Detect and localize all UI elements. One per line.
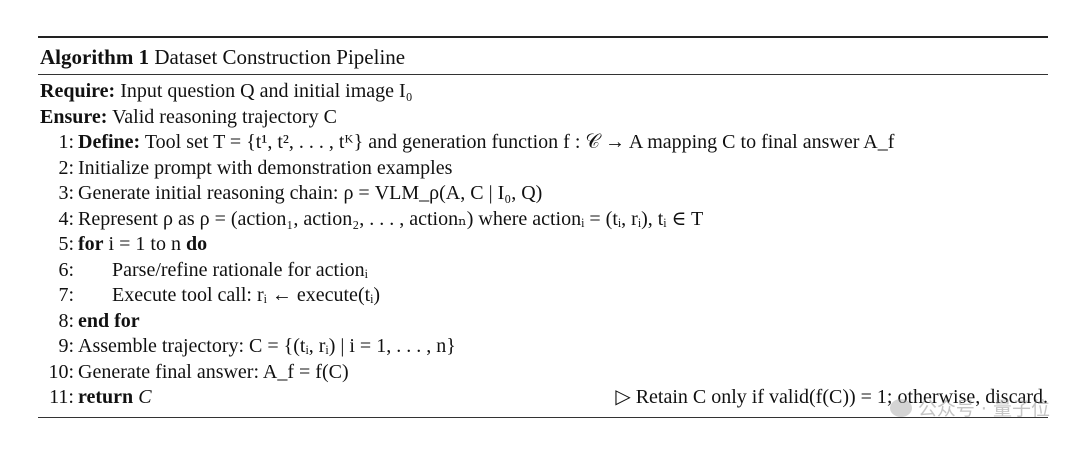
step-text: Initialize prompt with demonstration exa…: [78, 156, 453, 179]
step-text: Generate final answer: A_f = f(C): [78, 360, 349, 383]
step-1: 1: Define: Tool set T = {t¹, t², . . . ,…: [38, 130, 1048, 156]
step-9: 9: Assemble trajectory: C = {(tᵢ, rᵢ) | …: [38, 334, 1048, 360]
step-keyword: for: [78, 233, 104, 255]
step-number: 8:: [58, 309, 74, 332]
step-number: 5:: [58, 233, 74, 255]
require-line: Require: Input question Q and initial im…: [38, 79, 1048, 105]
step-comment: ▷ Retain C only if valid(f(C)) = 1; othe…: [615, 386, 1048, 408]
step-number: 9:: [58, 335, 74, 357]
algorithm-block: Algorithm 1 Dataset Construction Pipelin…: [38, 36, 1048, 418]
step-number: 10:: [48, 360, 74, 383]
watermark-text: 公众号 · 量子位: [917, 398, 1050, 420]
step-4: 4: Represent ρ as ρ = (action₁, action₂,…: [38, 207, 1048, 233]
step-5: 5: for i = 1 to n do: [38, 232, 1048, 258]
step-text: Execute tool call: rᵢ ← execute(tᵢ): [112, 284, 381, 306]
step-number: 11:: [49, 386, 74, 408]
step-number: 3:: [58, 182, 74, 204]
watermark: 公众号 · 量子位: [889, 394, 1050, 421]
step-text: Parse/refine rationale for actionᵢ: [112, 258, 368, 281]
ensure-line: Ensure: Valid reasoning trajectory C: [38, 105, 1048, 131]
algorithm-caption: Algorithm 1 Dataset Construction Pipelin…: [38, 38, 1048, 74]
ensure-keyword: Ensure:: [40, 105, 108, 128]
step-text: Tool set T = {t¹, t², . . . , tᴷ} and ge…: [144, 131, 895, 153]
require-text: Input question Q and initial image I₀: [120, 80, 413, 102]
step-number: 2:: [58, 156, 74, 179]
step-text: Represent ρ as ρ = (action₁, action₂, . …: [78, 207, 704, 230]
step-text: Generate initial reasoning chain: ρ = VL…: [78, 182, 543, 204]
step-2: 2: Initialize prompt with demonstration …: [38, 156, 1048, 182]
step-8: 8: end for: [38, 309, 1048, 335]
step-text: i = 1 to n: [108, 233, 181, 255]
step-number: 1:: [58, 131, 74, 153]
bottom-rule: [38, 416, 1048, 418]
ensure-text: Valid reasoning trajectory C: [112, 105, 337, 128]
top-rule: [38, 36, 1048, 38]
step-keyword: end for: [78, 309, 140, 332]
algorithm-body: Require: Input question Q and initial im…: [38, 75, 1048, 411]
algorithm-title: Dataset Construction Pipeline: [154, 45, 406, 69]
require-keyword: Require:: [40, 80, 116, 102]
step-10: 10: Generate final answer: A_f = f(C): [38, 360, 1048, 386]
step-keyword: return: [78, 386, 134, 408]
step-number: 6:: [58, 258, 74, 281]
step-number: 4:: [58, 207, 74, 230]
step-text: C: [138, 386, 152, 408]
step-7: 7: Execute tool call: rᵢ ← execute(tᵢ): [38, 283, 1048, 309]
caption-rule: [38, 74, 1048, 75]
algorithm-label: Algorithm 1: [40, 45, 150, 69]
step-number: 7:: [58, 284, 74, 306]
step-keyword: Define:: [78, 131, 141, 153]
step-6: 6: Parse/refine rationale for actionᵢ: [38, 258, 1048, 284]
step-3: 3: Generate initial reasoning chain: ρ =…: [38, 181, 1048, 207]
step-text: Assemble trajectory: C = {(tᵢ, rᵢ) | i =…: [78, 335, 456, 357]
wechat-icon: [889, 399, 912, 417]
step-keyword-do: do: [185, 233, 208, 255]
step-11: 11: return C ▷ Retain C only if valid(f(…: [38, 385, 1048, 411]
